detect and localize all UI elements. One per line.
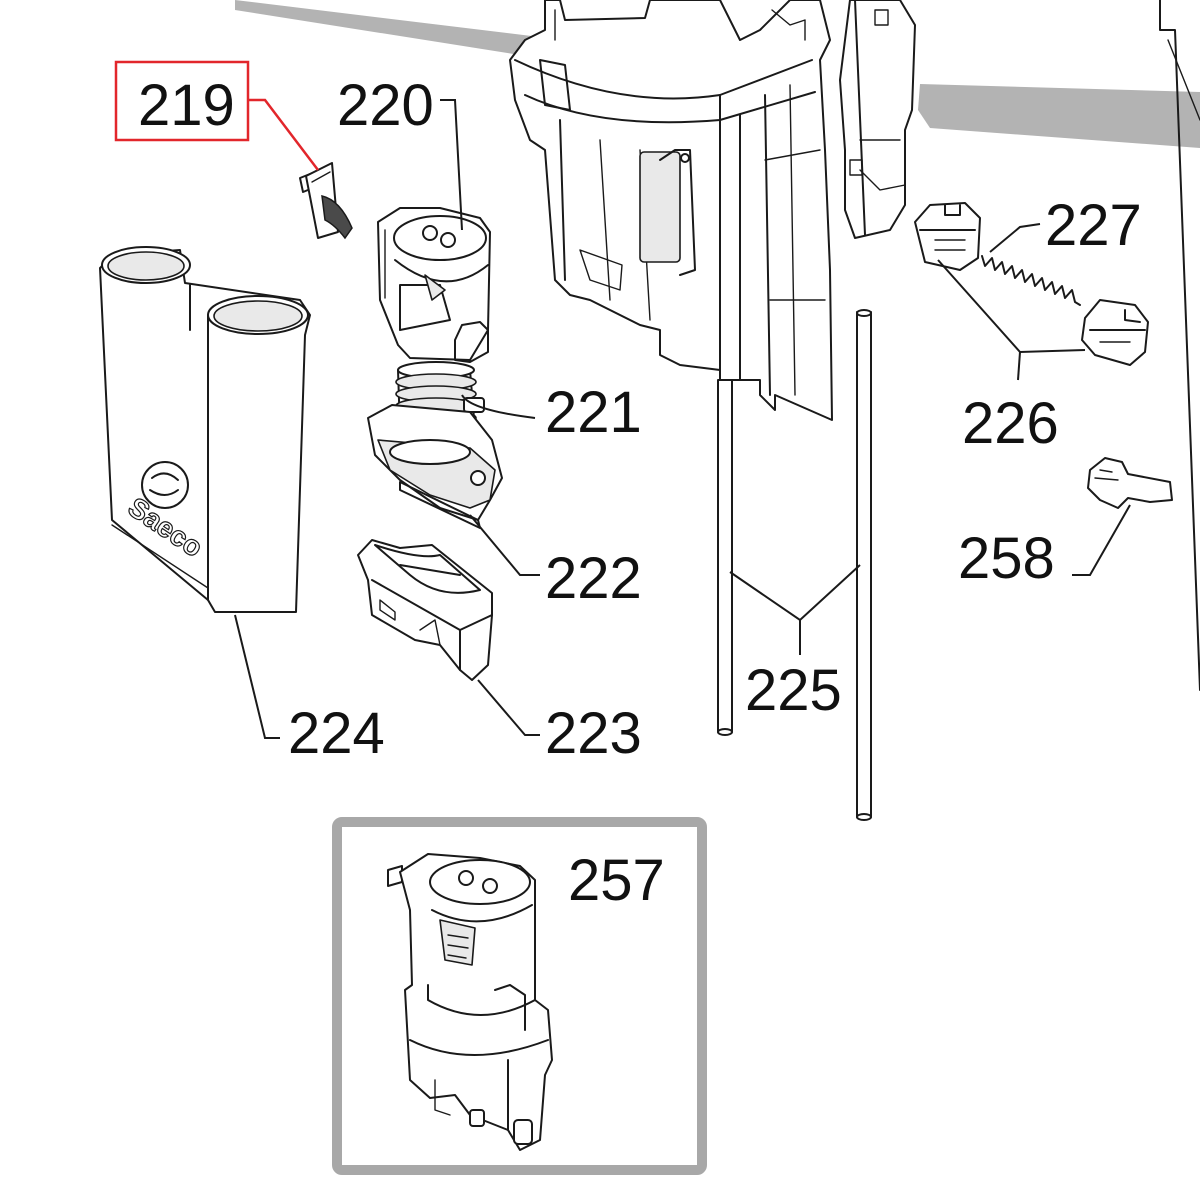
highlight-219: [114, 60, 319, 171]
part-220-valve-body: [377, 207, 491, 363]
label-257: 257: [568, 848, 665, 913]
part-225-rods: [717, 309, 872, 821]
label-219: 219: [138, 73, 235, 138]
part-labels: 219 220 221 222 223 224 225 226 227 257 …: [138, 73, 1142, 913]
label-221: 221: [545, 380, 642, 445]
part-257-assembly: [387, 853, 553, 1151]
label-224: 224: [288, 701, 385, 766]
part-227-spring: [981, 255, 1081, 306]
label-220: 220: [337, 73, 434, 138]
part-219-lever: [299, 162, 353, 240]
part-258-clip: [1087, 457, 1173, 509]
label-223: 223: [545, 701, 642, 766]
label-222: 222: [545, 546, 642, 611]
highlight-leader: [248, 98, 319, 171]
central-housing: [509, 0, 833, 421]
right-bracket: [839, 0, 916, 239]
label-226: 226: [962, 391, 1059, 456]
label-227: 227: [1045, 193, 1142, 258]
part-222-base-plate: [367, 404, 503, 529]
part-224-cover: Saeco: [99, 246, 311, 613]
label-225: 225: [745, 658, 842, 723]
saeco-logo-icon: [141, 461, 189, 509]
part-223-holder: [357, 539, 493, 681]
inset-frame: [332, 817, 707, 1175]
right-housing-outline: [1159, 0, 1200, 691]
label-258: 258: [958, 526, 1055, 591]
part-226-connector-blocks: [914, 202, 1149, 366]
inset-257: [332, 817, 707, 1175]
leader-lines: [234, 99, 1131, 739]
